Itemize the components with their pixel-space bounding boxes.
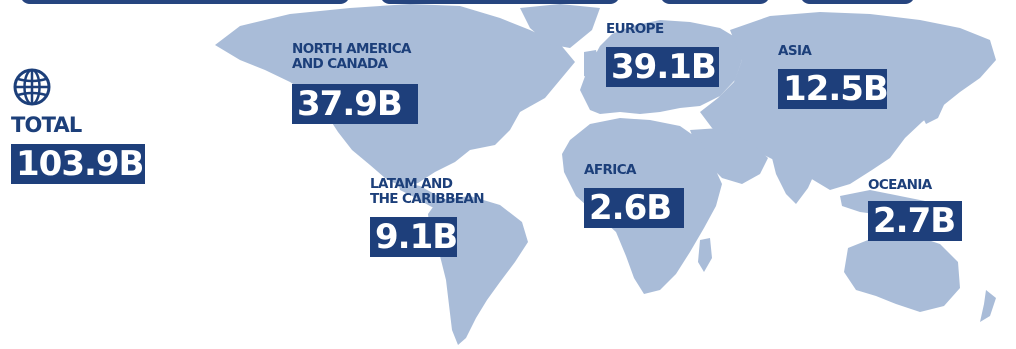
globe-icon <box>13 68 51 106</box>
oceania-label: OCEANIA <box>868 177 932 193</box>
uk-landmass <box>584 50 600 80</box>
asia-label: ASIA <box>778 43 812 59</box>
europe-value-badge: 39.1B <box>606 47 719 87</box>
new-zealand-landmass <box>980 290 996 322</box>
latam-label: LATAM AND THE CARIBBEAN <box>370 176 485 207</box>
madagascar-landmass <box>698 238 712 272</box>
greenland-landmass <box>520 4 600 48</box>
total-value-badge: 103.9B <box>11 144 145 184</box>
cropped-headline <box>0 0 1016 6</box>
total-label: TOTAL <box>11 113 82 137</box>
africa-label: AFRICA <box>584 162 636 178</box>
north-america-value-badge: 37.9B <box>292 84 418 124</box>
australia-landmass <box>844 234 960 312</box>
oceania-value-badge: 2.7B <box>868 201 962 241</box>
india-landmass <box>770 150 818 204</box>
africa-value-badge: 2.6B <box>584 188 684 228</box>
japan-landmass <box>920 80 948 124</box>
latam-value-badge: 9.1B <box>370 217 458 257</box>
middle-east-landmass <box>690 128 768 184</box>
north-america-label: NORTH AMERICA AND CANADA <box>292 41 411 72</box>
asia-value-badge: 12.5B <box>778 69 889 109</box>
iceland-landmass <box>556 30 578 44</box>
europe-label: EUROPE <box>606 21 664 37</box>
